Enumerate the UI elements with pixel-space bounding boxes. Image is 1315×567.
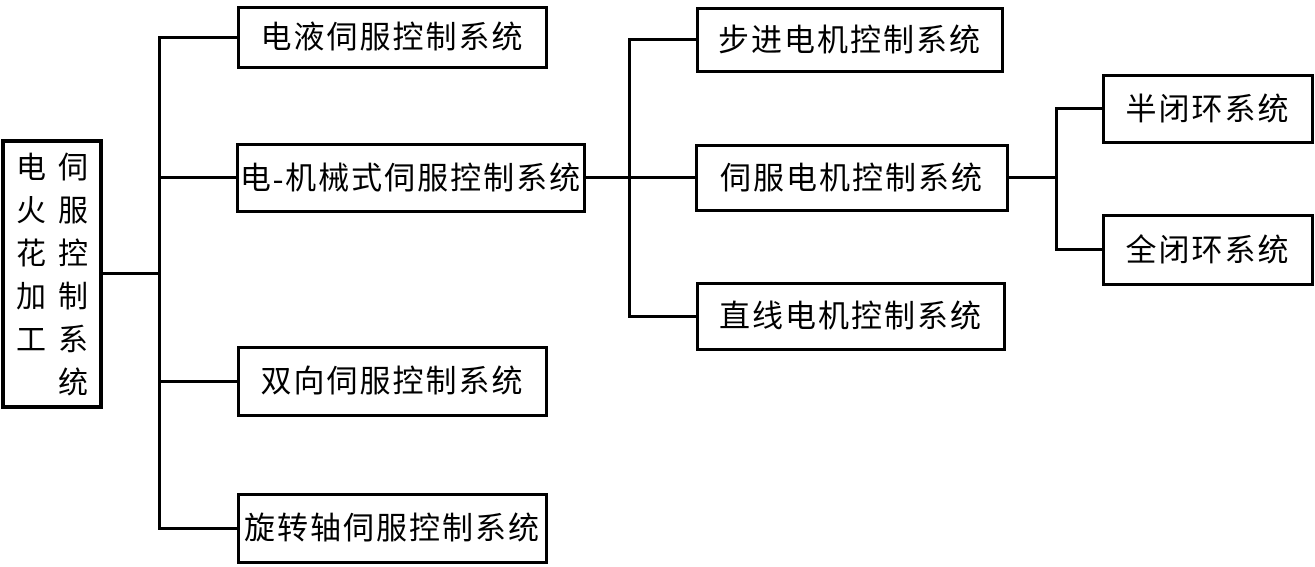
node-bidirectional-servo-system: 双向伺服控制系统 xyxy=(237,346,548,417)
root-node-text-column-right: 伺服控制系统 xyxy=(58,152,88,400)
connector-spine3 xyxy=(1055,107,1058,251)
node-label: 电-机械式伺服控制系统 xyxy=(239,160,583,196)
node-label: 伺服电机控制系统 xyxy=(720,160,984,196)
root-node-edm-servo-control-system: 电火花加工 伺服控制系统 xyxy=(1,139,103,409)
connector-electro-mechanical-to-spine2 xyxy=(586,176,628,179)
node-servo-motor-control-system: 伺服电机控制系统 xyxy=(695,144,1009,212)
node-label: 直线电机控制系统 xyxy=(719,299,983,334)
connector-spine1-to-bidirectional xyxy=(158,380,237,383)
node-label: 全闭环系统 xyxy=(1125,232,1291,268)
connector-spine1-to-electro-mechanical xyxy=(158,176,236,179)
connector-spine1-to-electro-hydraulic xyxy=(158,36,237,39)
node-electro-mechanical-servo-system: 电-机械式伺服控制系统 xyxy=(236,143,586,213)
node-full-closed-loop-system: 全闭环系统 xyxy=(1102,214,1314,286)
node-label: 步进电机控制系统 xyxy=(718,22,982,58)
connector-spine2-to-linear-motor xyxy=(628,315,696,318)
connector-spine3-to-semi-closed-loop xyxy=(1055,107,1102,110)
node-electro-hydraulic-servo-system: 电液伺服控制系统 xyxy=(237,6,548,69)
connector-spine3-to-full-closed-loop xyxy=(1055,248,1102,251)
node-stepper-motor-control-system: 步进电机控制系统 xyxy=(696,7,1004,73)
connector-servo-motor-to-spine3 xyxy=(1009,176,1055,179)
node-semi-closed-loop-system: 半闭环系统 xyxy=(1102,74,1314,144)
node-label: 半闭环系统 xyxy=(1125,91,1291,127)
connector-spine2-to-stepper-motor xyxy=(628,38,696,41)
connector-spine2-to-servo-motor xyxy=(628,176,695,179)
node-label: 旋转轴伺服控制系统 xyxy=(244,511,541,546)
node-label: 电液伺服控制系统 xyxy=(260,20,525,55)
connector-root-to-spine1 xyxy=(103,272,158,275)
root-node-text-column-left: 电火花加工 xyxy=(16,152,46,357)
node-label: 双向伺服控制系统 xyxy=(260,364,525,399)
node-linear-motor-control-system: 直线电机控制系统 xyxy=(696,282,1006,351)
node-rotary-axis-servo-system: 旋转轴伺服控制系统 xyxy=(237,493,548,564)
connector-spine1 xyxy=(158,36,161,530)
connector-spine1-to-rotary-axis xyxy=(158,527,237,530)
